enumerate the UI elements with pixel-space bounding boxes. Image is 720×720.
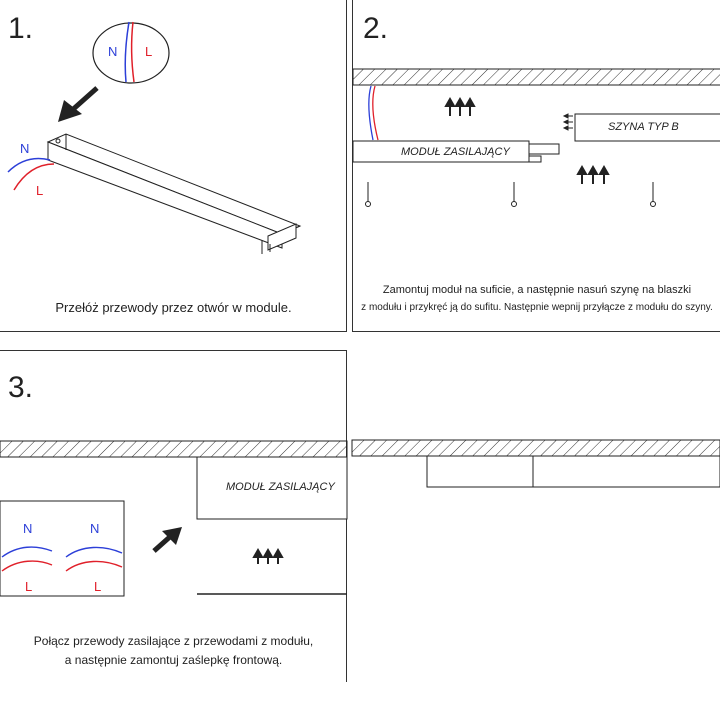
power-module-box <box>196 456 348 520</box>
panel-step-2: 2. <box>352 0 720 332</box>
up-arrows-icon <box>576 164 610 184</box>
step2-caption-line1: Zamontuj moduł na suficie, a następnie n… <box>382 284 692 296</box>
slide-arrows-icon <box>562 113 573 131</box>
step3-caption-line2: a następnie zamontuj zaślepkę frontową. <box>64 653 283 667</box>
step-number: 3. <box>8 371 34 404</box>
mounted-module-box <box>426 455 534 488</box>
screw-icon <box>365 182 371 207</box>
live-wire-2 <box>65 560 123 572</box>
step-number: 2. <box>363 12 389 45</box>
panel-step-3: 3. MODUŁ ZASILAJĄCY N N L L Połącz przew… <box>0 350 348 682</box>
step2-caption-line2: z modułu i przykręć ją do sufitu. Następ… <box>361 302 713 313</box>
callout-n-label: N <box>108 44 118 59</box>
wire-l1-label: L <box>25 579 33 594</box>
step3-caption-line1: Połącz przewody zasilające z przewodami … <box>33 634 314 648</box>
callout-live-wire <box>130 21 135 83</box>
live-wire-1 <box>1 560 53 572</box>
up-arrows-icon <box>252 547 284 564</box>
live-wire <box>372 85 379 141</box>
live-wire <box>13 163 55 191</box>
module-channel <box>46 133 302 254</box>
wire-callout-ellipse <box>92 22 170 84</box>
rail-label: SZYNA TYP B <box>608 121 679 133</box>
neutral-wire-1 <box>1 546 53 558</box>
panel-step-1: 1. N L N L Przełóż przewody przez otwór … <box>0 0 347 332</box>
step3-drawing <box>0 440 348 597</box>
rail-box <box>574 113 720 142</box>
callout-l-label: L <box>145 44 153 59</box>
neutral-wire <box>368 85 374 141</box>
callout-neutral-wire <box>124 21 130 83</box>
hatch-ceiling-icon <box>0 440 348 458</box>
arrow-icon <box>58 86 99 122</box>
module-label: MODUŁ ZASILAJĄCY <box>226 481 335 493</box>
step1-caption: Przełóż przewody przez otwór w module. <box>55 300 292 315</box>
step-number: 1. <box>8 12 34 45</box>
hatch-ceiling-icon <box>352 68 720 86</box>
module-label: MODUŁ ZASILAJĄCY <box>401 146 510 158</box>
wire-n2-label: N <box>90 521 100 536</box>
screw-icon <box>511 182 517 207</box>
screw-icon <box>650 182 656 207</box>
up-arrows-icon <box>444 96 476 116</box>
panel-step-4 <box>351 350 720 720</box>
arrow-icon <box>152 527 182 553</box>
step1-drawing <box>7 21 302 254</box>
wire-l2-label: L <box>94 579 102 594</box>
step2-drawing <box>352 68 720 207</box>
neutral-wire-2 <box>65 546 123 558</box>
mounted-rail-box <box>532 455 720 488</box>
wire-l-label: L <box>36 183 44 198</box>
hatch-ceiling-icon <box>351 439 720 457</box>
wire-n1-label: N <box>23 521 33 536</box>
wire-n-label: N <box>20 141 30 156</box>
step4-drawing <box>351 439 720 488</box>
neutral-wire <box>7 157 51 173</box>
